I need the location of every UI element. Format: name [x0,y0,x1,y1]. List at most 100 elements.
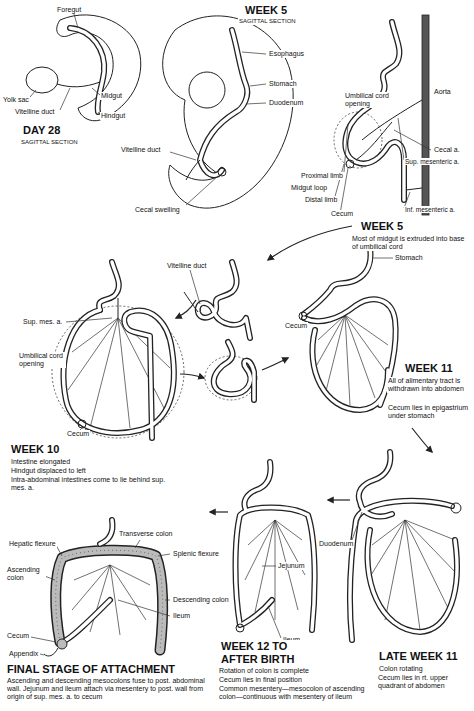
week5-sagittal [163,16,294,208]
stage-heading: WEEK 5 [244,4,288,17]
part-label: Stomach [268,80,298,88]
line-art [242,52,266,54]
stage-heading: WEEK 11 [404,362,454,375]
part-label: Hepatic flexure [8,540,57,548]
part-label: Foregut [56,6,82,14]
tube-art [236,462,315,630]
line-art [30,90,36,97]
part-label: Umbilical cord opening [18,352,66,368]
part-label: SAGITTAL SECTION [238,18,297,25]
tube-art [200,30,247,175]
tube-art [198,262,250,338]
sequence-arrows [176,226,432,512]
part-label: Inf. mesenteric a. [404,206,456,213]
line-art [344,124,348,172]
part-label: Proximal limb [300,172,344,180]
part-label: Umbilical cord opening [344,92,392,108]
week10 [52,262,184,438]
shape-art [451,503,461,513]
part-label: Distal limb [304,196,338,204]
line-art [268,226,352,260]
line-art [352,111,360,118]
part-label: Duodenum [318,540,354,548]
tube-art [350,452,457,640]
part-label: Cecal a. [433,146,461,154]
line-art [66,318,112,322]
tube-art [214,342,254,400]
line-art [170,152,196,160]
stage-heading: DAY 28 [22,124,61,137]
part-label: Cecum [66,430,90,438]
shape-art [78,420,86,428]
line-art [372,258,393,259]
part-label: Vitelline duct [14,108,56,116]
line-art [56,545,62,556]
line-art [176,300,196,318]
line-art [163,16,294,208]
part-label: Common mesentery—mesocolon of ascending … [218,685,372,701]
part-label: Most of midgut is extruded into base of … [351,235,471,251]
line-art [394,130,431,150]
tube-art [350,452,457,640]
part-label: Ascending and descending mesocolons fuse… [6,677,213,701]
line-art [31,637,56,642]
part-label: Midgut loop [290,184,328,192]
part-label: Cecum [284,322,308,330]
line-art [118,298,119,318]
line-art [245,520,305,620]
tube-art [304,248,396,410]
part-label: Cecum lies in rt. upper quadrant of abdo… [377,674,471,690]
line-art [262,566,276,567]
line-art [250,84,266,86]
line-art [328,499,350,500]
part-label: Esophagus [268,50,305,58]
shape-art [189,72,225,108]
part-label: Ileum [172,612,191,620]
line-art [268,606,281,638]
shape-art [299,312,307,320]
line-art [334,164,344,200]
part-label: Ascending colon [6,566,46,582]
middle-stages [184,262,257,400]
line-art [356,122,392,160]
week11 [299,248,396,410]
part-label: Transverse colon [118,530,173,538]
part-label: Rotation of colon is complete [218,667,310,675]
line-art [57,82,100,87]
part-label: Yolk sac [2,96,30,104]
line-art [210,511,228,512]
line-art [184,292,198,312]
late-week11 [350,452,461,640]
stage-heading: WEEK 10 [10,443,60,456]
line-art [57,15,141,121]
part-label: Splenic flexure [172,550,220,558]
tube-art [64,262,174,438]
part-label: Sup. mesenteric a. [404,158,460,165]
part-label: Cecal swelling [134,206,181,214]
line-art [186,176,218,205]
line-art [180,374,204,378]
tube-art [66,520,113,640]
part-label: Intestine elongated [10,458,71,466]
line-art [186,160,200,180]
part-label: Duodenum [268,99,304,107]
tube-art [345,22,404,200]
line-art [92,88,100,95]
line-art [190,270,200,304]
part-label: Vitelline duct [120,146,162,154]
tube-art [214,342,254,400]
part-label: Descending colon [172,596,230,604]
tube-art [198,262,250,338]
line-art [246,103,266,104]
part-label: Cecum [6,632,30,640]
part-label: Intra-abdominal intestines come to lie b… [10,476,177,492]
line-art [158,554,170,556]
week12 [236,462,315,638]
tube-art [64,262,174,438]
stage-heading: FINAL STAGE OF ATTACHMENT [6,663,176,676]
tube-art [304,248,396,410]
part-label: Aorta [433,88,452,96]
part-label: Jejunum [277,562,305,570]
stage-heading: WEEK 12 TO AFTER BIRTH [220,640,322,665]
